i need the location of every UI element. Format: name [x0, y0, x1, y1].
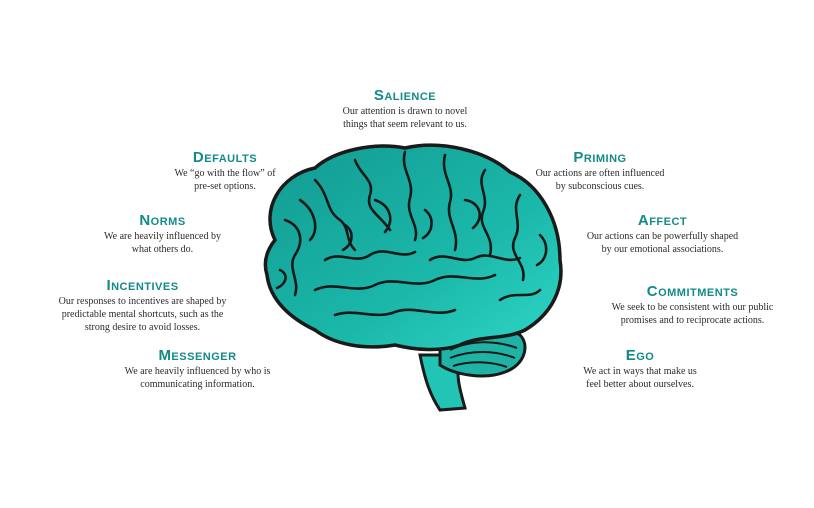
- factor-title: Salience: [373, 87, 437, 104]
- factor-salience: Salience Our attention is drawn to novel…: [320, 87, 490, 131]
- factor-desc-line: things that seem relevant to us.: [343, 119, 467, 130]
- factor-title: Messenger: [158, 347, 237, 364]
- factor-affect: Affect Our actions can be powerfully sha…: [570, 212, 755, 256]
- factor-title: Commitments: [646, 283, 739, 300]
- factor-desc-line: We seek to be consistent with our public: [611, 302, 774, 313]
- factor-desc-line: Our actions can be powerfully shaped: [586, 231, 739, 242]
- factor-title: Incentives: [106, 277, 179, 294]
- brain-illustration: [263, 143, 563, 412]
- factor-desc-line: what others do.: [131, 244, 194, 255]
- factor-title: Ego: [625, 347, 655, 364]
- factor-priming: Priming Our actions are often influenced…: [515, 149, 685, 193]
- brain-gyri: [275, 150, 548, 317]
- factor-title: Priming: [573, 149, 627, 166]
- factor-commitments: Commitments We seek to be consistent wit…: [585, 283, 800, 327]
- factor-desc-line: We “go with the flow” of: [174, 168, 276, 179]
- factor-incentives: Incentives Our responses to incentives a…: [40, 277, 245, 334]
- factor-desc-line: predictable mental shortcuts, such as th…: [61, 309, 224, 320]
- factor-desc-line: communicating information.: [140, 379, 255, 390]
- factor-desc-line: Our actions are often influenced: [535, 168, 665, 179]
- factor-desc-line: feel better about ourselves.: [586, 379, 694, 390]
- factor-desc-line: strong desire to avoid losses.: [84, 322, 201, 333]
- factor-norms: Norms We are heavily influenced by what …: [85, 212, 240, 256]
- factor-desc-line: Our responses to incentives are shaped b…: [58, 296, 227, 307]
- factor-desc-line: We are heavily influenced by who is: [124, 366, 271, 377]
- factor-desc-line: Our attention is drawn to novel: [342, 106, 468, 117]
- factor-title: Affect: [637, 212, 688, 229]
- factor-title: Norms: [139, 212, 186, 229]
- factor-defaults: Defaults We “go with the flow” of pre-se…: [150, 149, 300, 193]
- factor-messenger: Messenger We are heavily influenced by w…: [105, 347, 290, 391]
- factor-ego: Ego We act in ways that make us feel bet…: [555, 347, 725, 391]
- factor-desc-line: by subconscious cues.: [555, 181, 645, 192]
- factor-desc-line: We are heavily influenced by: [104, 231, 221, 242]
- factor-desc-line: We act in ways that make us: [583, 366, 697, 377]
- factor-title: Defaults: [192, 149, 258, 166]
- factor-desc-line: by our emotional associations.: [601, 244, 724, 255]
- cerebrum: [263, 143, 563, 352]
- factor-desc-line: promises and to reciprocate actions.: [620, 315, 765, 326]
- factor-desc-line: pre-set options.: [194, 181, 256, 192]
